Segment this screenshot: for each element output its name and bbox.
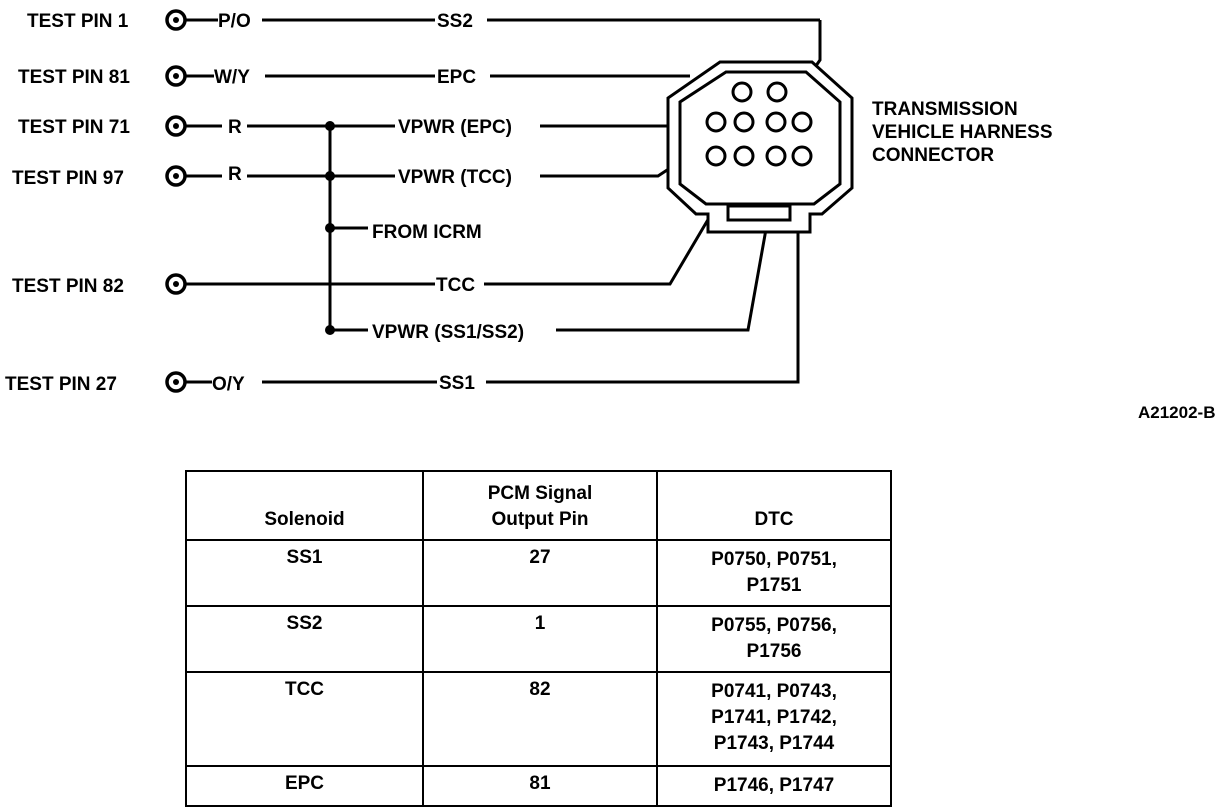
cell-dtc: P1746, P1747 <box>656 765 892 807</box>
signal-label: VPWR (TCC) <box>398 167 512 188</box>
connector-label: VEHICLE HARNESS <box>872 122 1053 143</box>
cell-dtc: P0750, P0751, P1751 <box>656 539 892 607</box>
test-pin-label: TEST PIN 1 <box>27 11 129 32</box>
table-row: SS1 27 P0750, P0751, P1751 <box>185 539 892 607</box>
table-row: SS2 1 P0755, P0756, P1756 <box>185 605 892 673</box>
test-pin-terminals <box>165 9 187 393</box>
test-pin-label: TEST PIN 97 <box>12 168 124 189</box>
solenoid-table-container: Solenoid PCM Signal Output Pin DTC SS1 2… <box>185 470 892 807</box>
cell-solenoid: EPC <box>185 765 424 807</box>
cell-dtc: P0741, P0743, P1741, P1742, P1743, P1744 <box>656 671 892 767</box>
test-pin-label: TEST PIN 81 <box>18 67 130 88</box>
cell-pin: 27 <box>422 539 658 607</box>
wiring-diagram: TEST PIN 1 TEST PIN 81 TEST PIN 71 TEST … <box>5 9 1216 422</box>
cell-dtc: P0755, P0756, P1756 <box>656 605 892 673</box>
signal-label: TCC <box>436 275 475 296</box>
vpwr-ss-label: VPWR (SS1/SS2) <box>372 322 524 343</box>
cell-pin: 82 <box>422 671 658 767</box>
signal-label: VPWR (EPC) <box>398 117 512 138</box>
cell-pin: 1 <box>422 605 658 673</box>
wire-color-label: R <box>228 164 242 185</box>
cell-solenoid: SS2 <box>185 605 424 673</box>
signal-label: SS1 <box>439 373 475 394</box>
wire-color-label: W/Y <box>214 67 250 88</box>
signal-label: EPC <box>437 67 476 88</box>
table-header-row: Solenoid PCM Signal Output Pin DTC <box>185 470 892 541</box>
table-row: TCC 82 P0741, P0743, P1741, P1742, P1743… <box>185 671 892 767</box>
test-pin-label: TEST PIN 27 <box>5 374 117 395</box>
column-header-solenoid: Solenoid <box>185 470 424 541</box>
column-header-dtc: DTC <box>656 470 892 541</box>
connector-label: TRANSMISSION <box>872 99 1018 120</box>
cell-solenoid: SS1 <box>185 539 424 607</box>
harness-connector-icon <box>666 60 854 234</box>
signal-label: SS2 <box>437 11 473 32</box>
connector-label: CONNECTOR <box>872 145 994 166</box>
from-icrm-label: FROM ICRM <box>372 222 482 243</box>
column-header-pin: PCM Signal Output Pin <box>422 470 658 541</box>
cell-pin: 81 <box>422 765 658 807</box>
wire-color-label: O/Y <box>212 374 245 395</box>
test-pin-label: TEST PIN 82 <box>12 276 124 297</box>
test-pin-label: TEST PIN 71 <box>18 117 130 138</box>
wire-color-label: P/O <box>218 11 251 32</box>
cell-solenoid: TCC <box>185 671 424 767</box>
figure-id: A21202-B <box>1138 403 1216 422</box>
table-row: EPC 81 P1746, P1747 <box>185 765 892 807</box>
solenoid-table: Solenoid PCM Signal Output Pin DTC SS1 2… <box>185 470 892 807</box>
wire-color-label: R <box>228 117 242 138</box>
